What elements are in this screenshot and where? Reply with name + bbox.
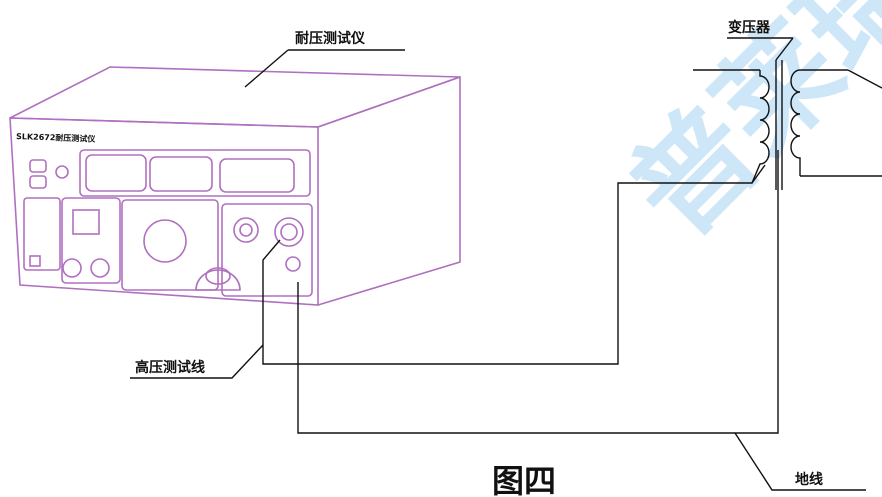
ground-wire <box>297 150 779 434</box>
primary-winding <box>751 69 770 184</box>
meter-window <box>72 209 100 235</box>
center-block <box>121 199 219 291</box>
hipot-tester <box>9 66 461 306</box>
hv-lead-label: 高压测试线 <box>135 359 205 376</box>
figure-caption: 图四 <box>492 462 556 497</box>
small-button-2 <box>29 175 47 189</box>
ground-label: 地线 <box>795 471 823 488</box>
watermark: 普莱瑞 <box>605 0 882 262</box>
button-left <box>62 258 82 278</box>
transformer-label: 变压器 <box>728 19 771 36</box>
hv-terminal-outer <box>274 217 304 247</box>
secondary-winding <box>790 69 801 176</box>
hv-lead-leader <box>130 344 264 379</box>
display-frame <box>79 149 311 197</box>
secondary-top-lead-2 <box>847 69 882 89</box>
display-window-2 <box>149 156 213 192</box>
display-window-3 <box>219 158 295 193</box>
ground-leader <box>734 432 866 491</box>
left-panel <box>23 197 61 271</box>
small-button-1 <box>29 159 47 173</box>
panel-model-label: SLK2672耐压测试仪 <box>16 131 97 144</box>
start-button-center <box>205 267 231 285</box>
output-block <box>221 203 313 297</box>
tester-callout: 耐压测试仪 <box>244 30 405 88</box>
hv-terminal-inner <box>280 223 298 241</box>
small-indicator <box>29 255 41 267</box>
button-right <box>90 258 110 278</box>
output-terminal-inner <box>239 223 253 237</box>
return-terminal <box>285 256 301 272</box>
output-terminal-outer <box>233 217 259 243</box>
tester-front-face <box>9 117 319 306</box>
main-dial <box>143 219 187 263</box>
transformer <box>693 37 882 190</box>
tester-side-face <box>317 75 461 306</box>
tester-label: 耐压测试仪 <box>295 30 366 47</box>
tester-top-face <box>9 66 461 128</box>
tester-leader <box>244 49 289 88</box>
transformer-leader <box>775 37 794 61</box>
switch-block <box>61 197 121 284</box>
watermark-text: 普莱瑞 <box>605 0 882 262</box>
start-button <box>195 269 241 291</box>
small-knob <box>55 165 69 179</box>
display-window-1 <box>85 154 147 192</box>
